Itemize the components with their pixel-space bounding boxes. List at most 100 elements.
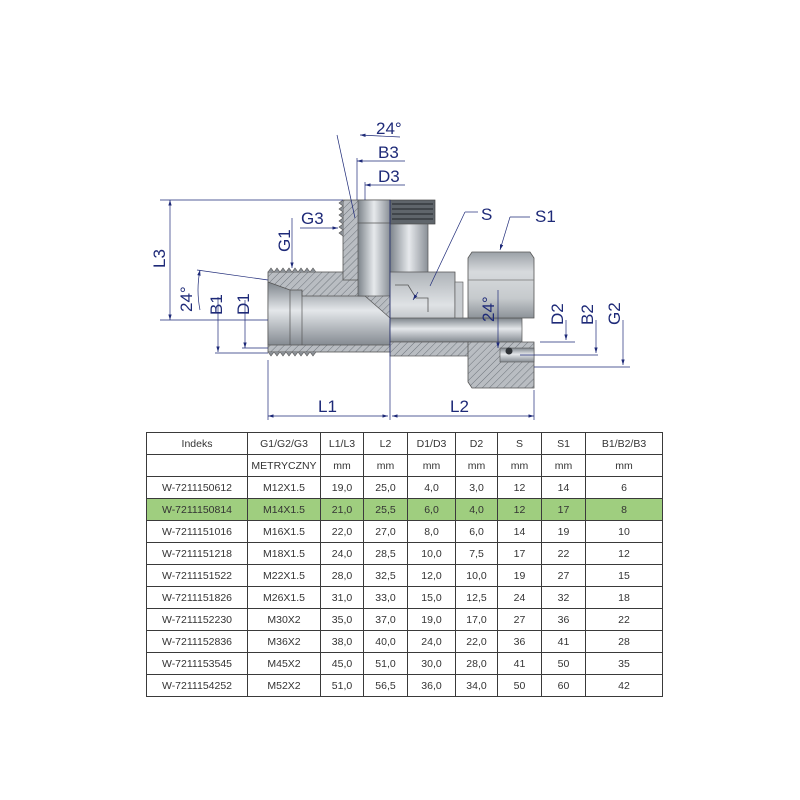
vertical-branch-section xyxy=(338,199,436,297)
value-cell: 41 xyxy=(497,652,542,675)
index-cell: W-7211150612 xyxy=(146,476,248,499)
label-l1: L1 xyxy=(318,397,337,416)
value-cell: 38,0 xyxy=(320,630,364,653)
unit-cell: mm xyxy=(320,454,364,477)
label-g2: G2 xyxy=(605,302,624,325)
value-cell: 41 xyxy=(541,630,586,653)
value-cell: 36 xyxy=(497,630,542,653)
value-cell: 14 xyxy=(541,476,586,499)
unit-cell: mm xyxy=(455,454,498,477)
value-cell: 22 xyxy=(541,542,586,565)
value-cell: M30X2 xyxy=(247,608,321,631)
value-cell: 36,0 xyxy=(407,674,456,697)
value-cell: 50 xyxy=(497,674,542,697)
value-cell: 31,0 xyxy=(320,586,364,609)
value-cell: M18X1.5 xyxy=(247,542,321,565)
swivel-nut xyxy=(467,251,535,389)
header-cell: L2 xyxy=(363,432,408,455)
unit-cell: mm xyxy=(585,454,663,477)
value-cell: 12 xyxy=(585,542,663,565)
label-s: S xyxy=(481,205,492,224)
value-cell: 28,0 xyxy=(320,564,364,587)
value-cell: M45X2 xyxy=(247,652,321,675)
header-cell: S xyxy=(497,432,542,455)
value-cell: 60 xyxy=(541,674,586,697)
value-cell: 27 xyxy=(497,608,542,631)
value-cell: 25,0 xyxy=(363,476,408,499)
value-cell: M52X2 xyxy=(247,674,321,697)
index-cell: W-7211152836 xyxy=(146,630,248,653)
index-cell: W-7211151218 xyxy=(146,542,248,565)
index-cell: W-7211152230 xyxy=(146,608,248,631)
value-cell: 17,0 xyxy=(455,608,498,631)
label-l2: L2 xyxy=(450,397,469,416)
label-d1: D1 xyxy=(234,293,253,315)
index-cell: W-7211154252 xyxy=(146,674,248,697)
value-cell: 50 xyxy=(541,652,586,675)
value-cell: M36X2 xyxy=(247,630,321,653)
header-cell: L1/L3 xyxy=(320,432,364,455)
unit-cell: mm xyxy=(363,454,408,477)
value-cell: 15 xyxy=(585,564,663,587)
value-cell: M14X1.5 xyxy=(247,498,321,521)
index-cell: W-7211150814 xyxy=(146,498,248,521)
table-units-row: METRYCZNY mm mm mm mm mm mm mm xyxy=(146,454,663,477)
value-cell: 28,0 xyxy=(455,652,498,675)
value-cell: 6,0 xyxy=(407,498,456,521)
unit-cell: METRYCZNY xyxy=(247,454,321,477)
value-cell: 12 xyxy=(497,498,542,521)
value-cell: 30,0 xyxy=(407,652,456,675)
value-cell: 51,0 xyxy=(320,674,364,697)
label-angle-right: 24° xyxy=(479,296,498,322)
value-cell: 19 xyxy=(541,520,586,543)
label-s1: S1 xyxy=(535,207,556,226)
label-g3: G3 xyxy=(301,209,324,228)
value-cell: M22X1.5 xyxy=(247,564,321,587)
header-cell: S1 xyxy=(541,432,586,455)
value-cell: M16X1.5 xyxy=(247,520,321,543)
value-cell: 12,5 xyxy=(455,586,498,609)
label-angle-left: 24° xyxy=(177,286,196,312)
value-cell: 21,0 xyxy=(320,498,364,521)
value-cell: 4,0 xyxy=(455,498,498,521)
dimension-lines xyxy=(160,133,630,420)
value-cell: 24,0 xyxy=(407,630,456,653)
label-d3: D3 xyxy=(378,167,400,186)
header-cell: D1/D3 xyxy=(407,432,456,455)
value-cell: 24 xyxy=(497,586,542,609)
value-cell: 40,0 xyxy=(363,630,408,653)
value-cell: 28 xyxy=(585,630,663,653)
value-cell: 22,0 xyxy=(320,520,364,543)
value-cell: 35 xyxy=(585,652,663,675)
specification-table: Indeks G1/G2/G3 L1/L3 L2 D1/D3 D2 S S1 B… xyxy=(146,432,663,697)
value-cell: 19,0 xyxy=(320,476,364,499)
value-cell: 7,5 xyxy=(455,542,498,565)
header-cell: Indeks xyxy=(146,432,248,455)
value-cell: 19 xyxy=(497,564,542,587)
tee-fitting-drawing: 24° B3 D3 G3 G1 L3 24° B1 D1 S S1 24° D2… xyxy=(150,119,630,420)
value-cell: 8,0 xyxy=(407,520,456,543)
unit-cell: mm xyxy=(407,454,456,477)
value-cell: 12,0 xyxy=(407,564,456,587)
index-cell: W-7211151522 xyxy=(146,564,248,587)
value-cell: 27,0 xyxy=(363,520,408,543)
value-cell: 22 xyxy=(585,608,663,631)
value-cell: 12 xyxy=(497,476,542,499)
label-b1: B1 xyxy=(207,294,226,315)
value-cell: 42 xyxy=(585,674,663,697)
value-cell: 51,0 xyxy=(363,652,408,675)
value-cell: 37,0 xyxy=(363,608,408,631)
index-cell: W-7211151016 xyxy=(146,520,248,543)
value-cell: 15,0 xyxy=(407,586,456,609)
header-cell: B1/B2/B3 xyxy=(585,432,663,455)
header-cell: D2 xyxy=(455,432,498,455)
value-cell: 10,0 xyxy=(455,564,498,587)
value-cell: 35,0 xyxy=(320,608,364,631)
